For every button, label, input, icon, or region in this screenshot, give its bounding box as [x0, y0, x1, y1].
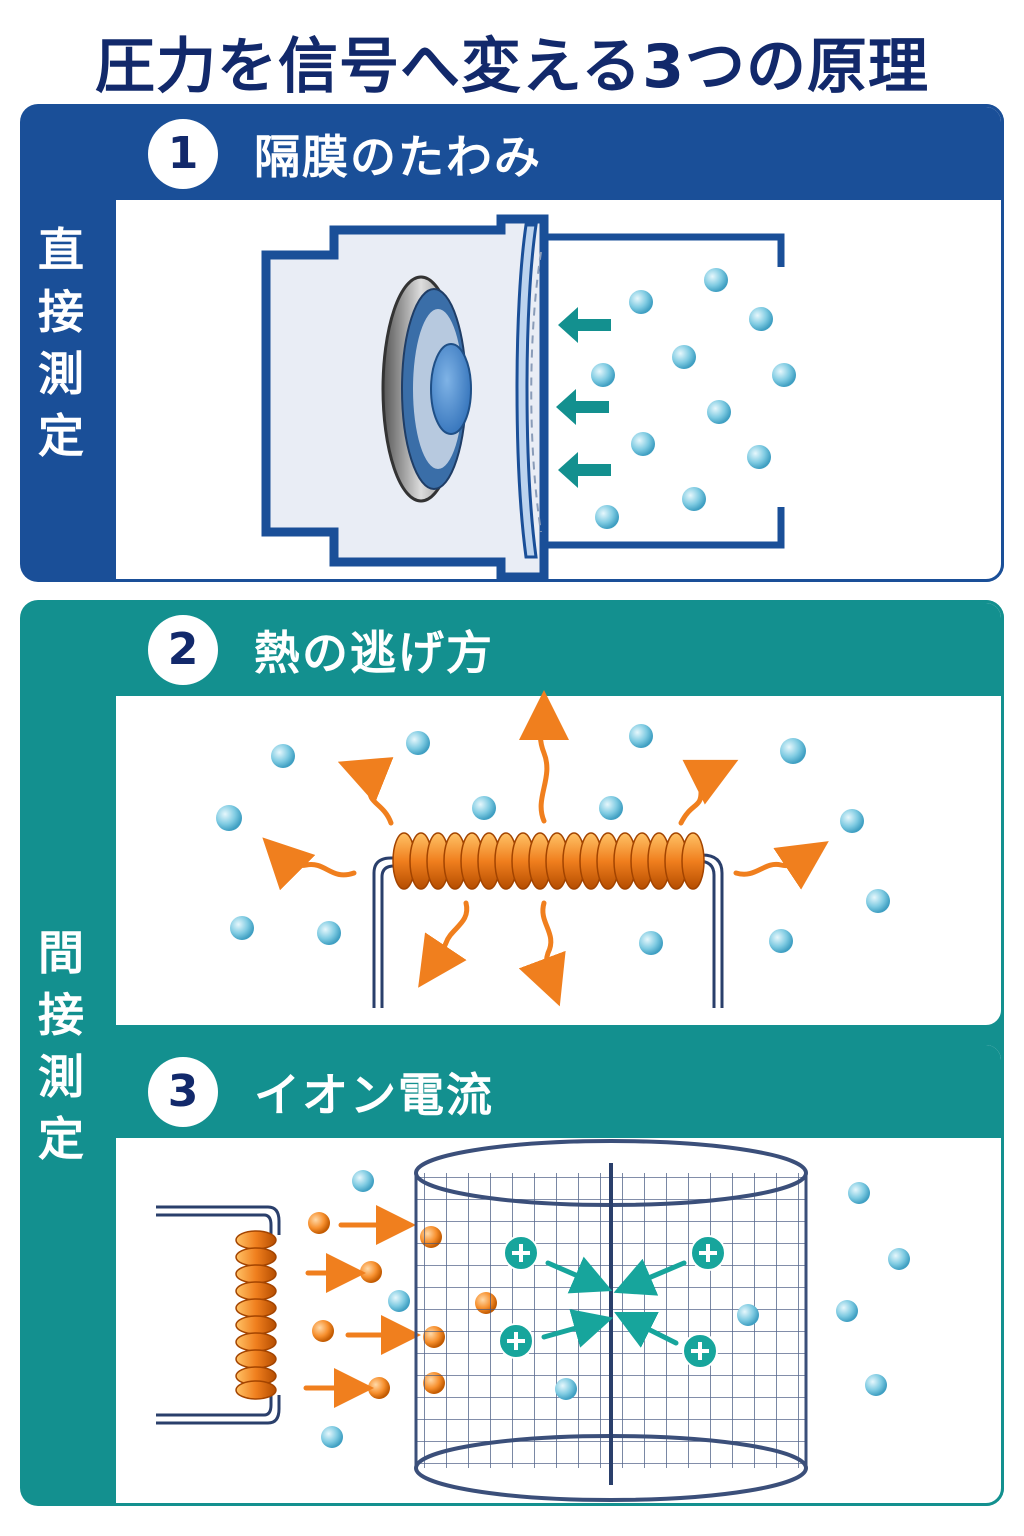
section-diaphragm: 1 隔膜のたわみ — [113, 104, 1004, 582]
gas-molecules — [321, 1170, 910, 1448]
section-ion-current: 3 イオン電流 — [113, 1042, 1004, 1506]
positive-ions — [498, 1235, 726, 1369]
ion-filament-coil — [235, 1230, 277, 1400]
direct-measurement-label: 直 接 測 定 — [20, 104, 102, 582]
direct-label-char-4: 定 — [38, 409, 84, 463]
diaphragm — [515, 223, 538, 559]
gas-molecules — [216, 724, 890, 955]
electron-arrows — [303, 1205, 421, 1408]
section-1-number: 1 — [148, 118, 218, 189]
section-2-header: 2 熱の逃げ方 — [116, 603, 1001, 696]
heat-arrows — [262, 690, 829, 1007]
gas-molecules — [591, 268, 796, 529]
filament-support-left — [372, 856, 406, 1008]
diaphragm-diagram — [261, 214, 796, 579]
section-2-number: 2 — [148, 614, 218, 685]
indirect-label-char-3: 測 — [38, 1050, 84, 1104]
electrode-disk — [430, 343, 472, 435]
direct-label-char-2: 接 — [38, 285, 84, 339]
indirect-measurement-label: 間 接 測 定 — [20, 886, 102, 1206]
direct-label-char-3: 測 — [38, 347, 84, 401]
section-heat-loss: 2 熱の逃げ方 — [113, 600, 1004, 1028]
direct-label-char-1: 直 — [38, 223, 84, 277]
section-1-label: 隔膜のたわみ — [254, 129, 542, 184]
indirect-label-char-4: 定 — [38, 1112, 84, 1166]
pressure-arrows — [556, 307, 611, 488]
page-title: 圧力を信号へ変える3つの原理 — [95, 32, 929, 102]
ion-current-diagram — [156, 1139, 910, 1502]
section-3-number: 3 — [148, 1056, 218, 1127]
gas-chamber — [544, 233, 785, 549]
ion-filament-wire — [156, 1205, 281, 1235]
section-3-header: 3 イオン電流 — [116, 1045, 1001, 1138]
heat-loss-diagram — [216, 690, 890, 1008]
section-3-label: イオン電流 — [254, 1067, 494, 1122]
indirect-label-char-2: 接 — [38, 988, 84, 1042]
section-1-header: 1 隔膜のたわみ — [116, 107, 1001, 200]
indirect-label-char-1: 間 — [38, 926, 84, 980]
heated-filament — [392, 832, 705, 890]
section-2-label: 熱の逃げ方 — [254, 625, 494, 680]
ion-arrows — [541, 1256, 687, 1348]
